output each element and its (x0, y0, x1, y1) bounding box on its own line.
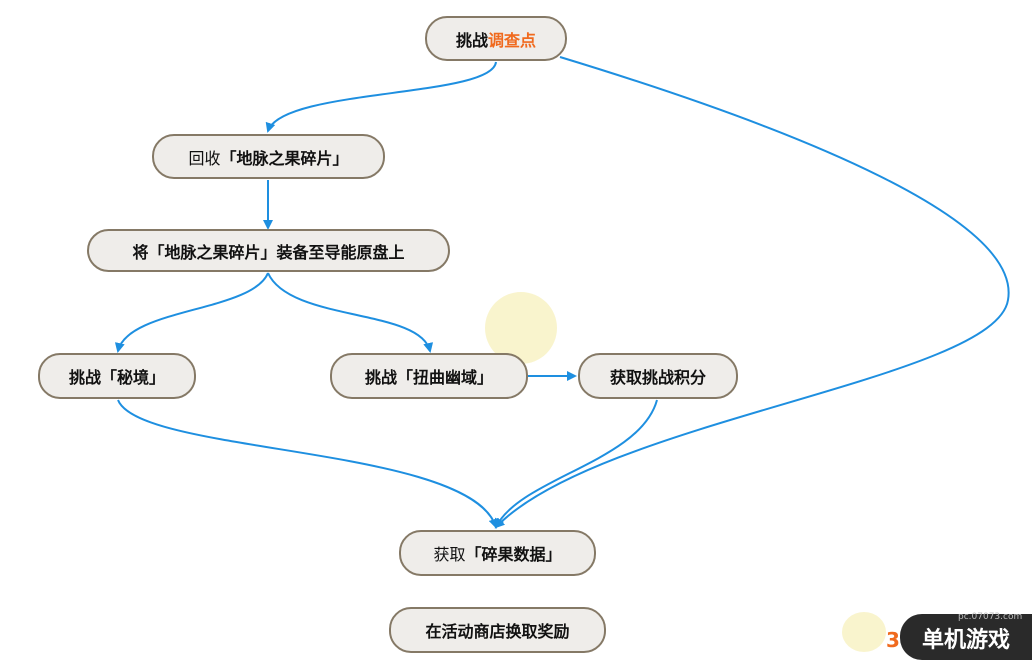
node-recover-fragments: 回收「地脉之果碎片」 (152, 134, 385, 179)
node-label: 获取挑战积分 (609, 368, 706, 387)
node-challenge-domain: 挑战「秘境」 (38, 353, 196, 399)
node-exchange-rewards: 在活动商店换取奖励 (389, 607, 606, 653)
node-label: 获取 (433, 545, 466, 564)
watermark-digit: 3 (886, 628, 900, 652)
edge-survey-to-recover (265, 61, 497, 133)
watermark-text: 单机游戏 (921, 628, 1010, 653)
node-equip-fragments: 将「地脉之果碎片」装备至导能原盘上 (87, 229, 450, 272)
edge-domain-to-data (117, 399, 499, 529)
node-label-bold: 「碎果数据」 (465, 545, 562, 564)
mascot-watermark (485, 292, 557, 364)
node-label: 挑战「扭曲幽域」 (364, 368, 493, 387)
node-label: 将「地脉之果碎片」装备至导能原盘上 (132, 242, 405, 262)
edge-equip-to-abyss (267, 272, 434, 353)
watermark-url: pc.07073.com (958, 612, 1023, 622)
node-challenge-survey: 挑战调查点 (425, 16, 567, 61)
node-label-bold: 「地脉之果碎片」 (220, 148, 349, 168)
node-label: 回收 (188, 148, 221, 168)
node-label: 挑战「秘境」 (68, 368, 165, 387)
edge-points-to-data (495, 399, 658, 529)
watermark-mascot-icon (842, 612, 886, 652)
node-get-data: 获取「碎果数据」 (399, 530, 596, 576)
node-get-points: 获取挑战积分 (578, 353, 738, 399)
node-label-highlight: 调查点 (488, 30, 537, 50)
edge-equip-to-domain (114, 272, 269, 353)
node-label: 在活动商店换取奖励 (425, 622, 570, 641)
node-challenge-abyss: 挑战「扭曲幽域」 (330, 353, 528, 399)
watermark-logo: 单机游戏 (900, 614, 1032, 660)
node-label: 挑战 (455, 30, 488, 50)
edge-survey-to-data (494, 56, 1010, 529)
